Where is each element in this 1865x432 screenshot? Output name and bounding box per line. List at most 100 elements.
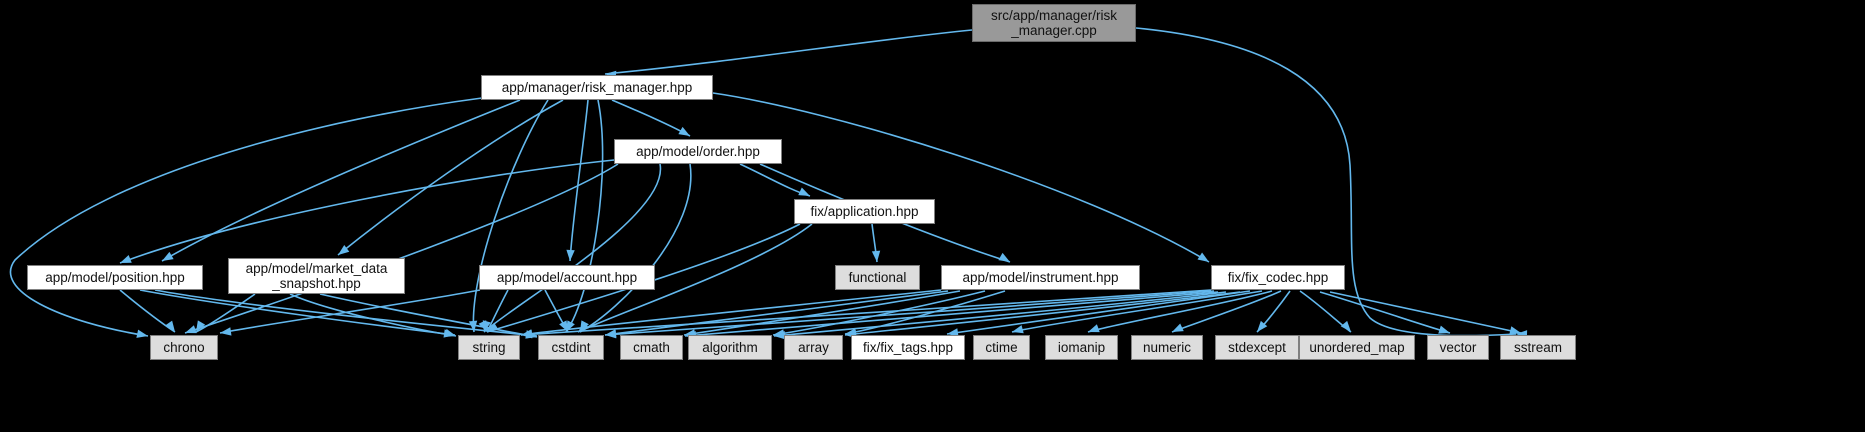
graph-node-label: app/model/position.hpp bbox=[45, 270, 185, 285]
graph-node-label: functional bbox=[848, 270, 907, 285]
edge-arrowhead bbox=[678, 126, 690, 136]
edge-arrowhead bbox=[444, 328, 456, 338]
edge-arrowhead bbox=[798, 187, 810, 196]
edge-position-to-string bbox=[139, 289, 456, 336]
edge-fixcodec-to-cstdint bbox=[604, 290, 1215, 336]
graph-node-label: cstdint bbox=[551, 340, 591, 355]
graph-node-cmath[interactable]: cmath bbox=[620, 335, 683, 360]
graph-node-label: vector bbox=[1439, 340, 1477, 355]
graph-node-unordered[interactable]: unordered_map bbox=[1299, 335, 1415, 360]
graph-node-label: src/app/manager/risk _manager.cpp bbox=[990, 8, 1118, 38]
graph-node-label: fix/fix_codec.hpp bbox=[1227, 270, 1329, 285]
graph-node-instrument[interactable]: app/model/instrument.hpp bbox=[941, 265, 1140, 290]
edge-fixcodec-to-iomanip bbox=[1087, 290, 1273, 333]
edge-arrowhead bbox=[947, 328, 959, 337]
edge-snapshot-to-cstdint bbox=[319, 293, 538, 338]
edge-order-to-position bbox=[119, 159, 615, 264]
edge-order-to-string bbox=[483, 163, 661, 333]
graph-node-riskhpp[interactable]: app/manager/risk_manager.hpp bbox=[481, 75, 713, 100]
edge-arrowhead bbox=[1438, 325, 1450, 334]
edge-riskhpp-to-account bbox=[569, 99, 589, 262]
graph-node-label: app/model/market_data _snapshot.hpp bbox=[245, 261, 388, 291]
edge-arrowhead bbox=[220, 327, 232, 336]
edge-snapshot-to-chrono bbox=[195, 293, 256, 333]
edge-arrowhead bbox=[566, 249, 575, 261]
edge-arrowhead bbox=[120, 254, 132, 263]
graph-node-order[interactable]: app/model/order.hpp bbox=[614, 139, 782, 164]
edge-fixcodec-to-cmath bbox=[684, 291, 1219, 337]
graph-node-fixcodec[interactable]: fix/fix_codec.hpp bbox=[1211, 265, 1345, 290]
edge-arrowhead bbox=[487, 322, 499, 332]
edge-riskhpp-to-chrono bbox=[9, 97, 483, 337]
graph-node-ctime[interactable]: ctime bbox=[973, 335, 1030, 360]
edge-riskhpp-to-fixcodec bbox=[712, 92, 1210, 263]
edge-account-to-string bbox=[486, 289, 509, 333]
graph-node-label: cmath bbox=[633, 340, 670, 355]
edge-arrowhead bbox=[521, 330, 533, 339]
edge-riskhpp-to-snapshot bbox=[337, 99, 564, 256]
graph-node-cstdint[interactable]: cstdint bbox=[538, 335, 604, 360]
edge-arrowhead bbox=[1340, 320, 1351, 332]
graph-node-application[interactable]: fix/application.hpp bbox=[794, 199, 935, 224]
edge-fixcodec-to-fixtags bbox=[946, 290, 1251, 335]
edge-fixcodec-to-sstream bbox=[1329, 291, 1522, 334]
edge-arrowhead bbox=[578, 321, 590, 332]
edge-arrowhead bbox=[566, 320, 575, 332]
edge-arrowhead bbox=[136, 329, 148, 338]
edge-account-to-chrono bbox=[219, 289, 481, 334]
edge-riskhpp-to-string bbox=[472, 99, 549, 333]
edge-arrowhead bbox=[1172, 323, 1184, 332]
graph-node-algorithm[interactable]: algorithm bbox=[688, 335, 772, 360]
graph-node-label: app/model/account.hpp bbox=[496, 270, 638, 285]
edge-riskhpp-to-cstdint bbox=[565, 99, 604, 333]
graph-node-fixtags[interactable]: fix/fix_tags.hpp bbox=[851, 335, 965, 360]
graph-node-label: algorithm bbox=[702, 340, 758, 355]
edge-order-to-application bbox=[739, 163, 811, 197]
graph-node-position[interactable]: app/model/position.hpp bbox=[27, 265, 203, 290]
graph-node-array[interactable]: array bbox=[784, 335, 843, 360]
graph-node-label: iomanip bbox=[1057, 340, 1106, 355]
edge-arrowhead bbox=[1257, 320, 1268, 332]
edge-fixcodec-to-ctime bbox=[1011, 290, 1263, 333]
graph-node-account[interactable]: app/model/account.hpp bbox=[479, 265, 655, 290]
graph-node-chrono[interactable]: chrono bbox=[150, 335, 218, 360]
edge-arrowhead bbox=[162, 251, 174, 261]
edge-order-to-cstdint bbox=[579, 163, 692, 333]
graph-node-numeric[interactable]: numeric bbox=[1131, 335, 1203, 360]
graph-node-label: app/model/order.hpp bbox=[636, 144, 760, 159]
edge-arrowhead bbox=[605, 330, 617, 339]
graph-node-label: app/model/instrument.hpp bbox=[962, 270, 1119, 285]
graph-node-string[interactable]: string bbox=[458, 335, 520, 360]
edge-arrowhead bbox=[165, 320, 175, 332]
edge-arrowhead bbox=[338, 245, 350, 255]
edge-fixcodec-to-algorithm bbox=[773, 291, 1227, 337]
edge-order-to-chrono bbox=[184, 163, 619, 334]
graph-node-sstream[interactable]: sstream bbox=[1500, 335, 1576, 360]
graph-node-label: ctime bbox=[985, 340, 1018, 355]
edge-application-to-cstdint bbox=[577, 223, 813, 333]
edge-riskhpp-to-order bbox=[611, 99, 691, 137]
graph-node-label: fix/fix_tags.hpp bbox=[862, 340, 954, 355]
edge-position-to-cstdint bbox=[154, 289, 538, 337]
graph-node-label: app/manager/risk_manager.hpp bbox=[501, 80, 693, 95]
edge-instrument-to-array bbox=[844, 290, 1006, 335]
edge-riskhpp-to-position bbox=[161, 99, 521, 262]
edge-arrowhead bbox=[1509, 326, 1521, 335]
graph-node-vector[interactable]: vector bbox=[1427, 335, 1489, 360]
edge-instrument-to-string bbox=[520, 289, 942, 336]
graph-node-iomanip[interactable]: iomanip bbox=[1045, 335, 1118, 360]
graph-node-stdexcept[interactable]: stdexcept bbox=[1215, 335, 1299, 360]
edge-instrument-to-cmath bbox=[683, 290, 961, 336]
edge-arrowhead bbox=[196, 320, 206, 332]
edge-arrowhead bbox=[1088, 324, 1100, 333]
edge-fixcodec-to-array bbox=[844, 291, 1241, 336]
graph-node-functional[interactable]: functional bbox=[835, 265, 920, 290]
graph-node-snapshot[interactable]: app/model/market_data _snapshot.hpp bbox=[228, 258, 405, 294]
edge-arrowhead bbox=[468, 320, 478, 332]
graph-node-label: numeric bbox=[1142, 340, 1191, 355]
edge-arrowhead bbox=[871, 250, 881, 262]
graph-node-root[interactable]: src/app/manager/risk _manager.cpp bbox=[972, 4, 1136, 42]
graph-node-label: stdexcept bbox=[1228, 340, 1286, 355]
graph-node-label: string bbox=[472, 340, 506, 355]
